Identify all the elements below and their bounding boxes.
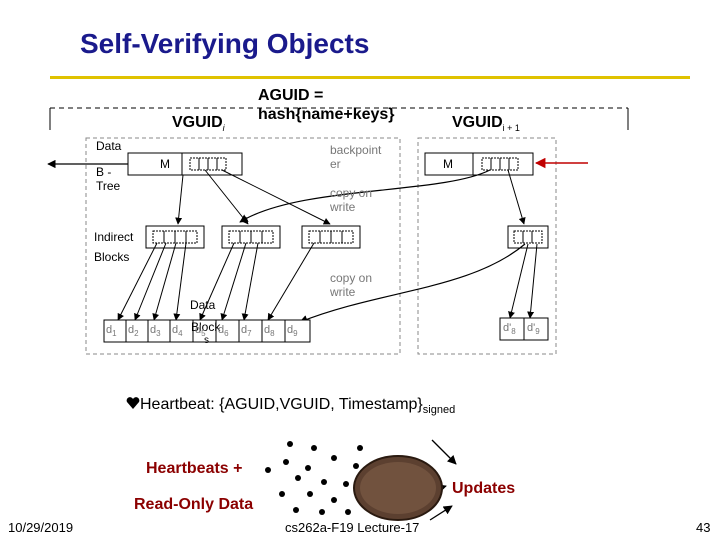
aguid-line-2: hash{name+keys} (258, 106, 395, 123)
heartbeats-plus-label: Heartbeats + (146, 460, 243, 477)
aguid-line-1: AGUID = (258, 87, 324, 104)
vguid-i-label: VGUIDi (172, 114, 225, 134)
data-label: Data (96, 139, 122, 153)
indirect-block-1 (145, 225, 205, 249)
data-cell-label: d7 (241, 324, 252, 339)
root-block-right (424, 152, 534, 176)
data-blocks-left (103, 319, 311, 343)
data-blocks-caption-1: Data (190, 298, 216, 312)
m-right-label: M (443, 157, 453, 171)
data-cell-label: d6 (218, 324, 229, 339)
read-only-label: Read-Only Data (134, 496, 254, 513)
copy-on-write-label-2: copy on write (330, 271, 373, 299)
heartbeat-line: Heartbeat: {AGUID,VGUID, Timestamp}signe… (126, 395, 455, 416)
slide-title: Self-Verifying Objects (80, 28, 370, 59)
data-cell-label-new: d'8 (503, 322, 516, 337)
vguid-i1-label: VGUIDi + 1 (452, 114, 520, 134)
data-blocks-caption-2: Block (191, 320, 221, 334)
heartbeat-dots (265, 441, 363, 515)
root-block-left (127, 152, 243, 176)
btree-label: B - Tree (96, 165, 121, 193)
copy-on-write-arrow-2 (299, 243, 526, 324)
data-cell-label: d3 (150, 324, 161, 339)
vguid-i1-box (417, 137, 557, 355)
m-left-label: M (160, 157, 170, 171)
data-cell-label: d5 (195, 324, 206, 339)
data-cell-label-new: d'9 (527, 322, 540, 337)
blocks-label: Blocks (94, 250, 130, 264)
copy-on-write-label-1: copy on write (330, 186, 373, 214)
data-blocks-right (499, 317, 549, 341)
updates-label: Updates (452, 480, 516, 497)
data-cell-label: d4 (172, 324, 183, 339)
heartbeat-text: Heartbeat: {AGUID,VGUID, Timestamp} (140, 396, 423, 413)
footer-course: cs262a-F19 Lecture-17 (285, 520, 420, 535)
data-cell-label: d9 (287, 324, 298, 339)
heart-icon (126, 396, 140, 410)
page-number: 43 (696, 520, 711, 535)
copy-on-write-arrow-1 (239, 169, 491, 223)
indirect-label: Indirect (94, 230, 134, 244)
heartbeat-subscript: signed (422, 404, 456, 417)
data-cell-label: d2 (128, 324, 139, 339)
backpointer-label: backpoint er (330, 143, 382, 171)
indirect-block-3 (301, 225, 361, 249)
indirect-block-right (507, 225, 549, 249)
data-cell-label: d8 (264, 324, 275, 339)
vguid-i-box (85, 137, 401, 355)
aguid-label: AGUID = hash{name+keys} (258, 86, 395, 124)
indirect-block-2 (221, 225, 281, 249)
title-underline (50, 76, 690, 79)
footer-date: 10/29/2019 (8, 520, 74, 535)
data-blocks-caption-3: s (204, 335, 209, 346)
data-cell-label: d1 (106, 324, 117, 339)
